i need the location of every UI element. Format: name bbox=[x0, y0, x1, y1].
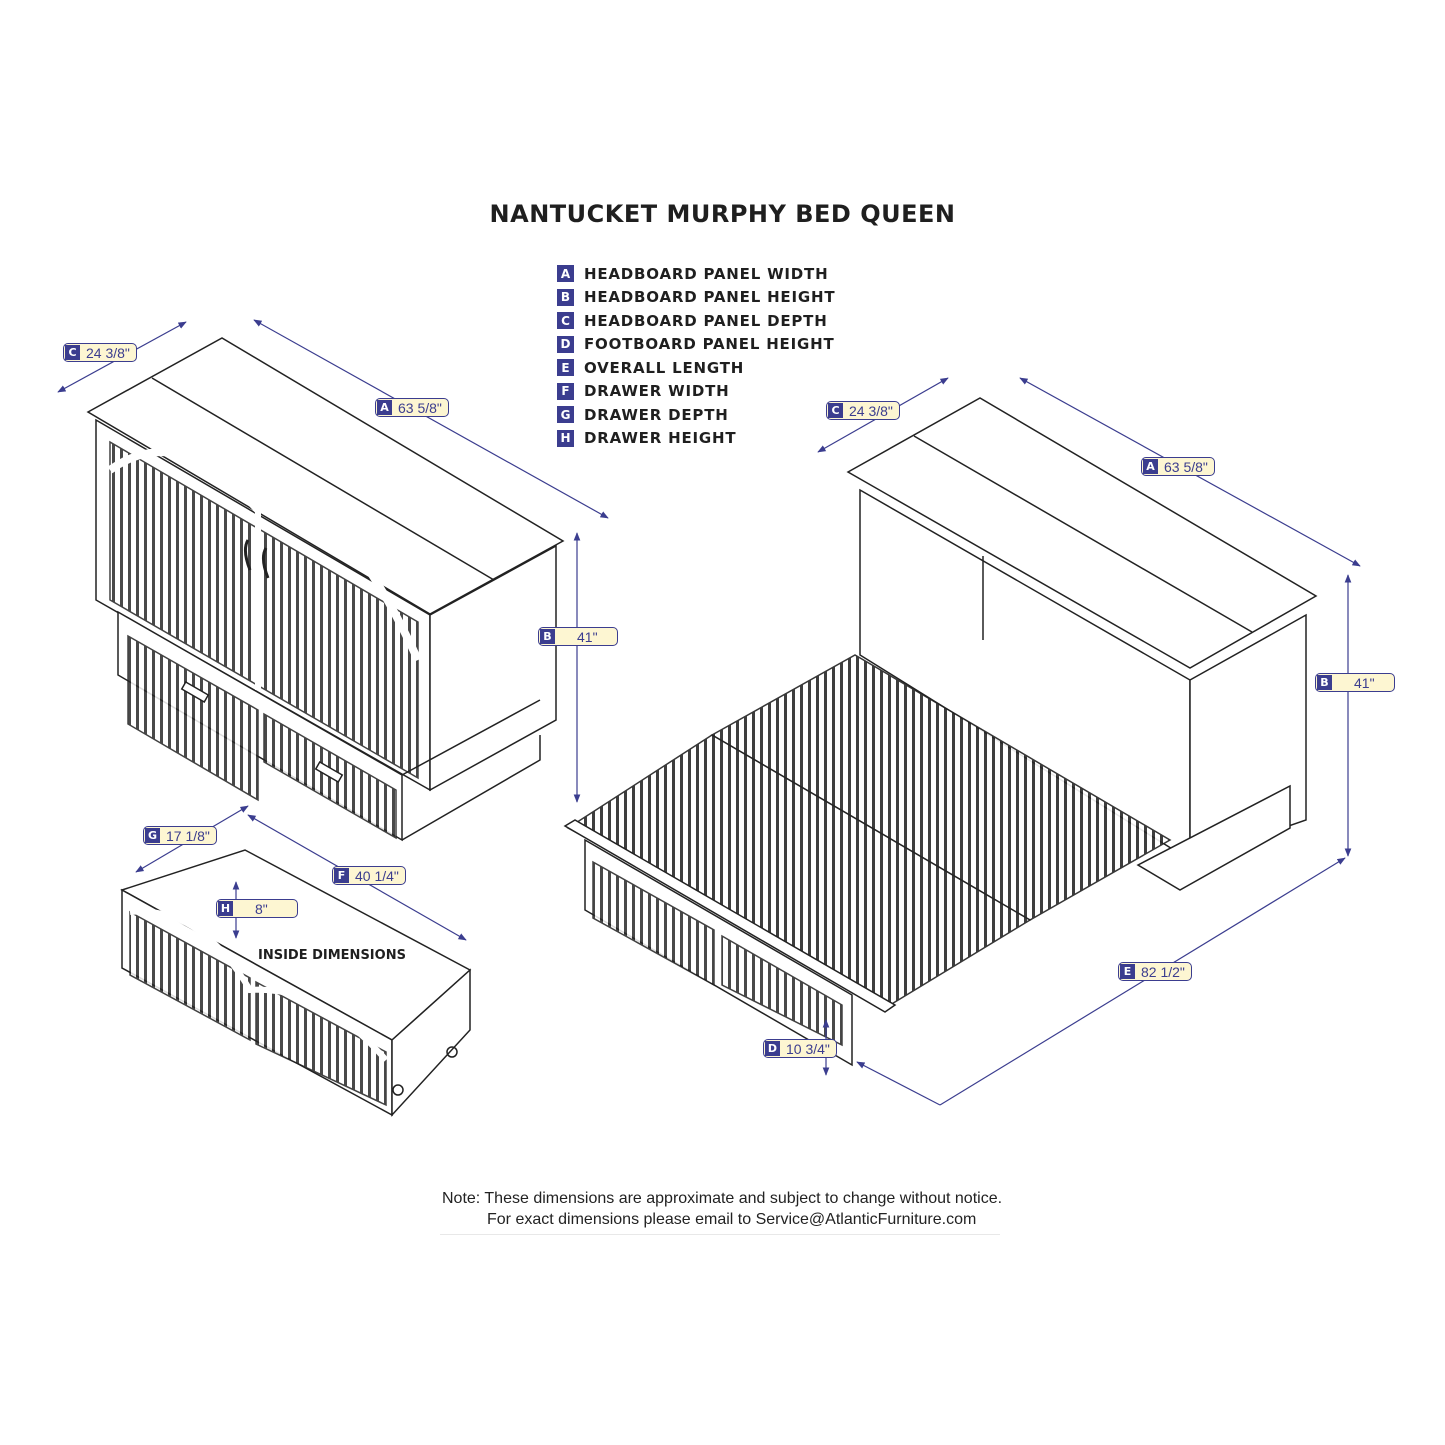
legend-label: OVERALL LENGTH bbox=[584, 358, 745, 377]
legend-letter: A bbox=[557, 265, 574, 283]
legend-label: FOOTBOARD PANEL HEIGHT bbox=[584, 335, 835, 354]
disclaimer-note: Note: These dimensions are approximate a… bbox=[442, 1188, 1002, 1230]
divider bbox=[440, 1234, 1000, 1235]
legend-label: DRAWER HEIGHT bbox=[584, 429, 737, 448]
legend-label: DRAWER DEPTH bbox=[584, 405, 729, 424]
dimension-label-a: A 63 5/8" bbox=[1141, 457, 1215, 476]
dimension-value: 10 3/4" bbox=[786, 1040, 830, 1057]
dimension-label-b: B 41" bbox=[538, 627, 618, 646]
legend-label: HEADBOARD PANEL DEPTH bbox=[584, 311, 828, 330]
dimension-letter: A bbox=[377, 400, 392, 415]
note-line: For exact dimensions please email to Ser… bbox=[487, 1211, 977, 1228]
drawer-illustration bbox=[120, 849, 472, 1117]
legend-letter: B bbox=[557, 288, 574, 306]
dimension-letter: D bbox=[765, 1041, 780, 1056]
dimension-value: 24 3/8" bbox=[849, 402, 893, 419]
dimension-letter: C bbox=[65, 345, 80, 360]
dimension-label-e: E 82 1/2" bbox=[1118, 962, 1192, 981]
dimension-label-c: C 24 3/8" bbox=[63, 343, 137, 362]
dimension-value: 63 5/8" bbox=[398, 399, 442, 416]
legend-label: DRAWER WIDTH bbox=[584, 382, 730, 401]
dimension-value: 41" bbox=[1354, 674, 1375, 691]
legend-label: HEADBOARD PANEL WIDTH bbox=[584, 264, 829, 283]
dimension-letter: F bbox=[334, 868, 349, 883]
open-bed-illustration bbox=[563, 397, 1318, 1067]
dimension-value: 41" bbox=[577, 628, 598, 645]
legend-item: B HEADBOARD PANEL HEIGHT bbox=[557, 286, 835, 310]
dimension-letter: B bbox=[1317, 675, 1332, 690]
dimension-value: 63 5/8" bbox=[1164, 458, 1208, 475]
dimension-letter: A bbox=[1143, 459, 1158, 474]
dimension-letter: E bbox=[1120, 964, 1135, 979]
dimension-label-c: C 24 3/8" bbox=[826, 401, 900, 420]
dimension-value: 24 3/8" bbox=[86, 344, 130, 361]
dimension-value: 40 1/4" bbox=[355, 867, 399, 884]
dimension-value: 82 1/2" bbox=[1141, 963, 1185, 980]
dimension-label-b: B 41" bbox=[1315, 673, 1395, 692]
dimension-letter: C bbox=[828, 403, 843, 418]
dimension-letter: H bbox=[218, 901, 233, 916]
dimension-label-h: H 8" bbox=[216, 899, 298, 918]
page-title: NANTUCKET MURPHY BED QUEEN bbox=[489, 200, 956, 228]
dimension-value: 8" bbox=[255, 900, 268, 917]
note-line: Note: These dimensions are approximate a… bbox=[442, 1190, 1003, 1207]
dimension-letter: G bbox=[145, 828, 160, 843]
dimension-value: 17 1/8" bbox=[166, 827, 210, 844]
dimension-letter: B bbox=[540, 629, 555, 644]
closed-cabinet-illustration bbox=[86, 337, 565, 842]
legend-label: HEADBOARD PANEL HEIGHT bbox=[584, 288, 836, 307]
legend-item: A HEADBOARD PANEL WIDTH bbox=[557, 262, 835, 286]
inside-dimensions-caption: INSIDE DIMENSIONS bbox=[258, 948, 406, 963]
dimension-label-f: F 40 1/4" bbox=[332, 866, 406, 885]
dimension-label-d: D 10 3/4" bbox=[763, 1039, 837, 1058]
dimension-label-a: A 63 5/8" bbox=[375, 398, 449, 417]
dimension-label-g: G 17 1/8" bbox=[143, 826, 217, 845]
